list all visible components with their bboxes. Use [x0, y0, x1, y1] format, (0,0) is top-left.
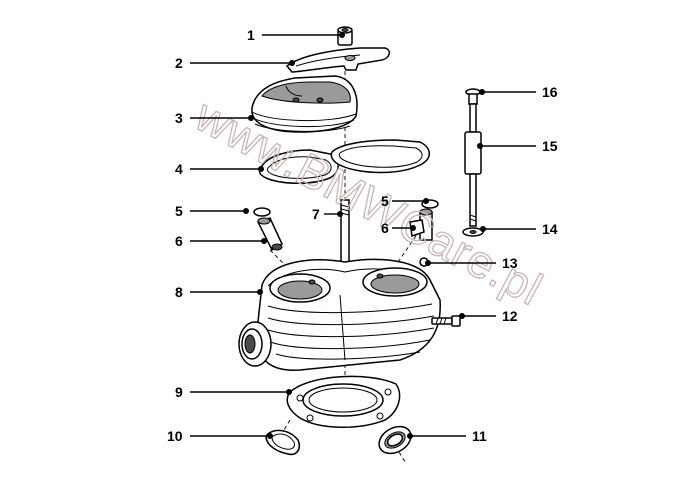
callout-10: 10 [167, 428, 183, 444]
port-gasket-right-part [378, 425, 412, 455]
callout-3: 3 [175, 110, 183, 126]
valve-guide-right-part [409, 199, 439, 241]
callout-11: 11 [472, 428, 487, 444]
screw-part [431, 315, 461, 327]
base-gasket-part [286, 375, 401, 428]
long-stud-part [462, 88, 484, 237]
callout-13: 13 [502, 255, 518, 271]
callout-1: 1 [247, 27, 255, 43]
leader-lines [190, 34, 536, 437]
callout-12: 12 [502, 308, 518, 324]
callout-15: 15 [542, 138, 558, 154]
callout-6-right: 6 [381, 220, 389, 236]
callout-labels: 1 2 3 4 5 6 5 6 7 8 9 10 11 12 13 14 15 … [167, 27, 558, 444]
callout-6-left: 6 [175, 233, 183, 249]
callout-2: 2 [175, 55, 183, 71]
callout-8: 8 [175, 284, 183, 300]
rocker-cover-part [251, 75, 358, 133]
callout-dots [243, 32, 486, 439]
callout-4: 4 [175, 161, 183, 177]
support-bracket-part [285, 47, 390, 73]
valve-guide-left-part [253, 207, 283, 252]
callout-7: 7 [312, 206, 320, 222]
callout-5-left: 5 [175, 203, 183, 219]
callout-14: 14 [542, 221, 558, 237]
callout-9: 9 [175, 384, 183, 400]
cylinder-head-part [238, 258, 441, 371]
port-gasket-left-part [265, 429, 300, 456]
callout-16: 16 [542, 84, 558, 100]
callout-5-right: 5 [381, 193, 389, 209]
cover-gasket-part [258, 139, 430, 185]
